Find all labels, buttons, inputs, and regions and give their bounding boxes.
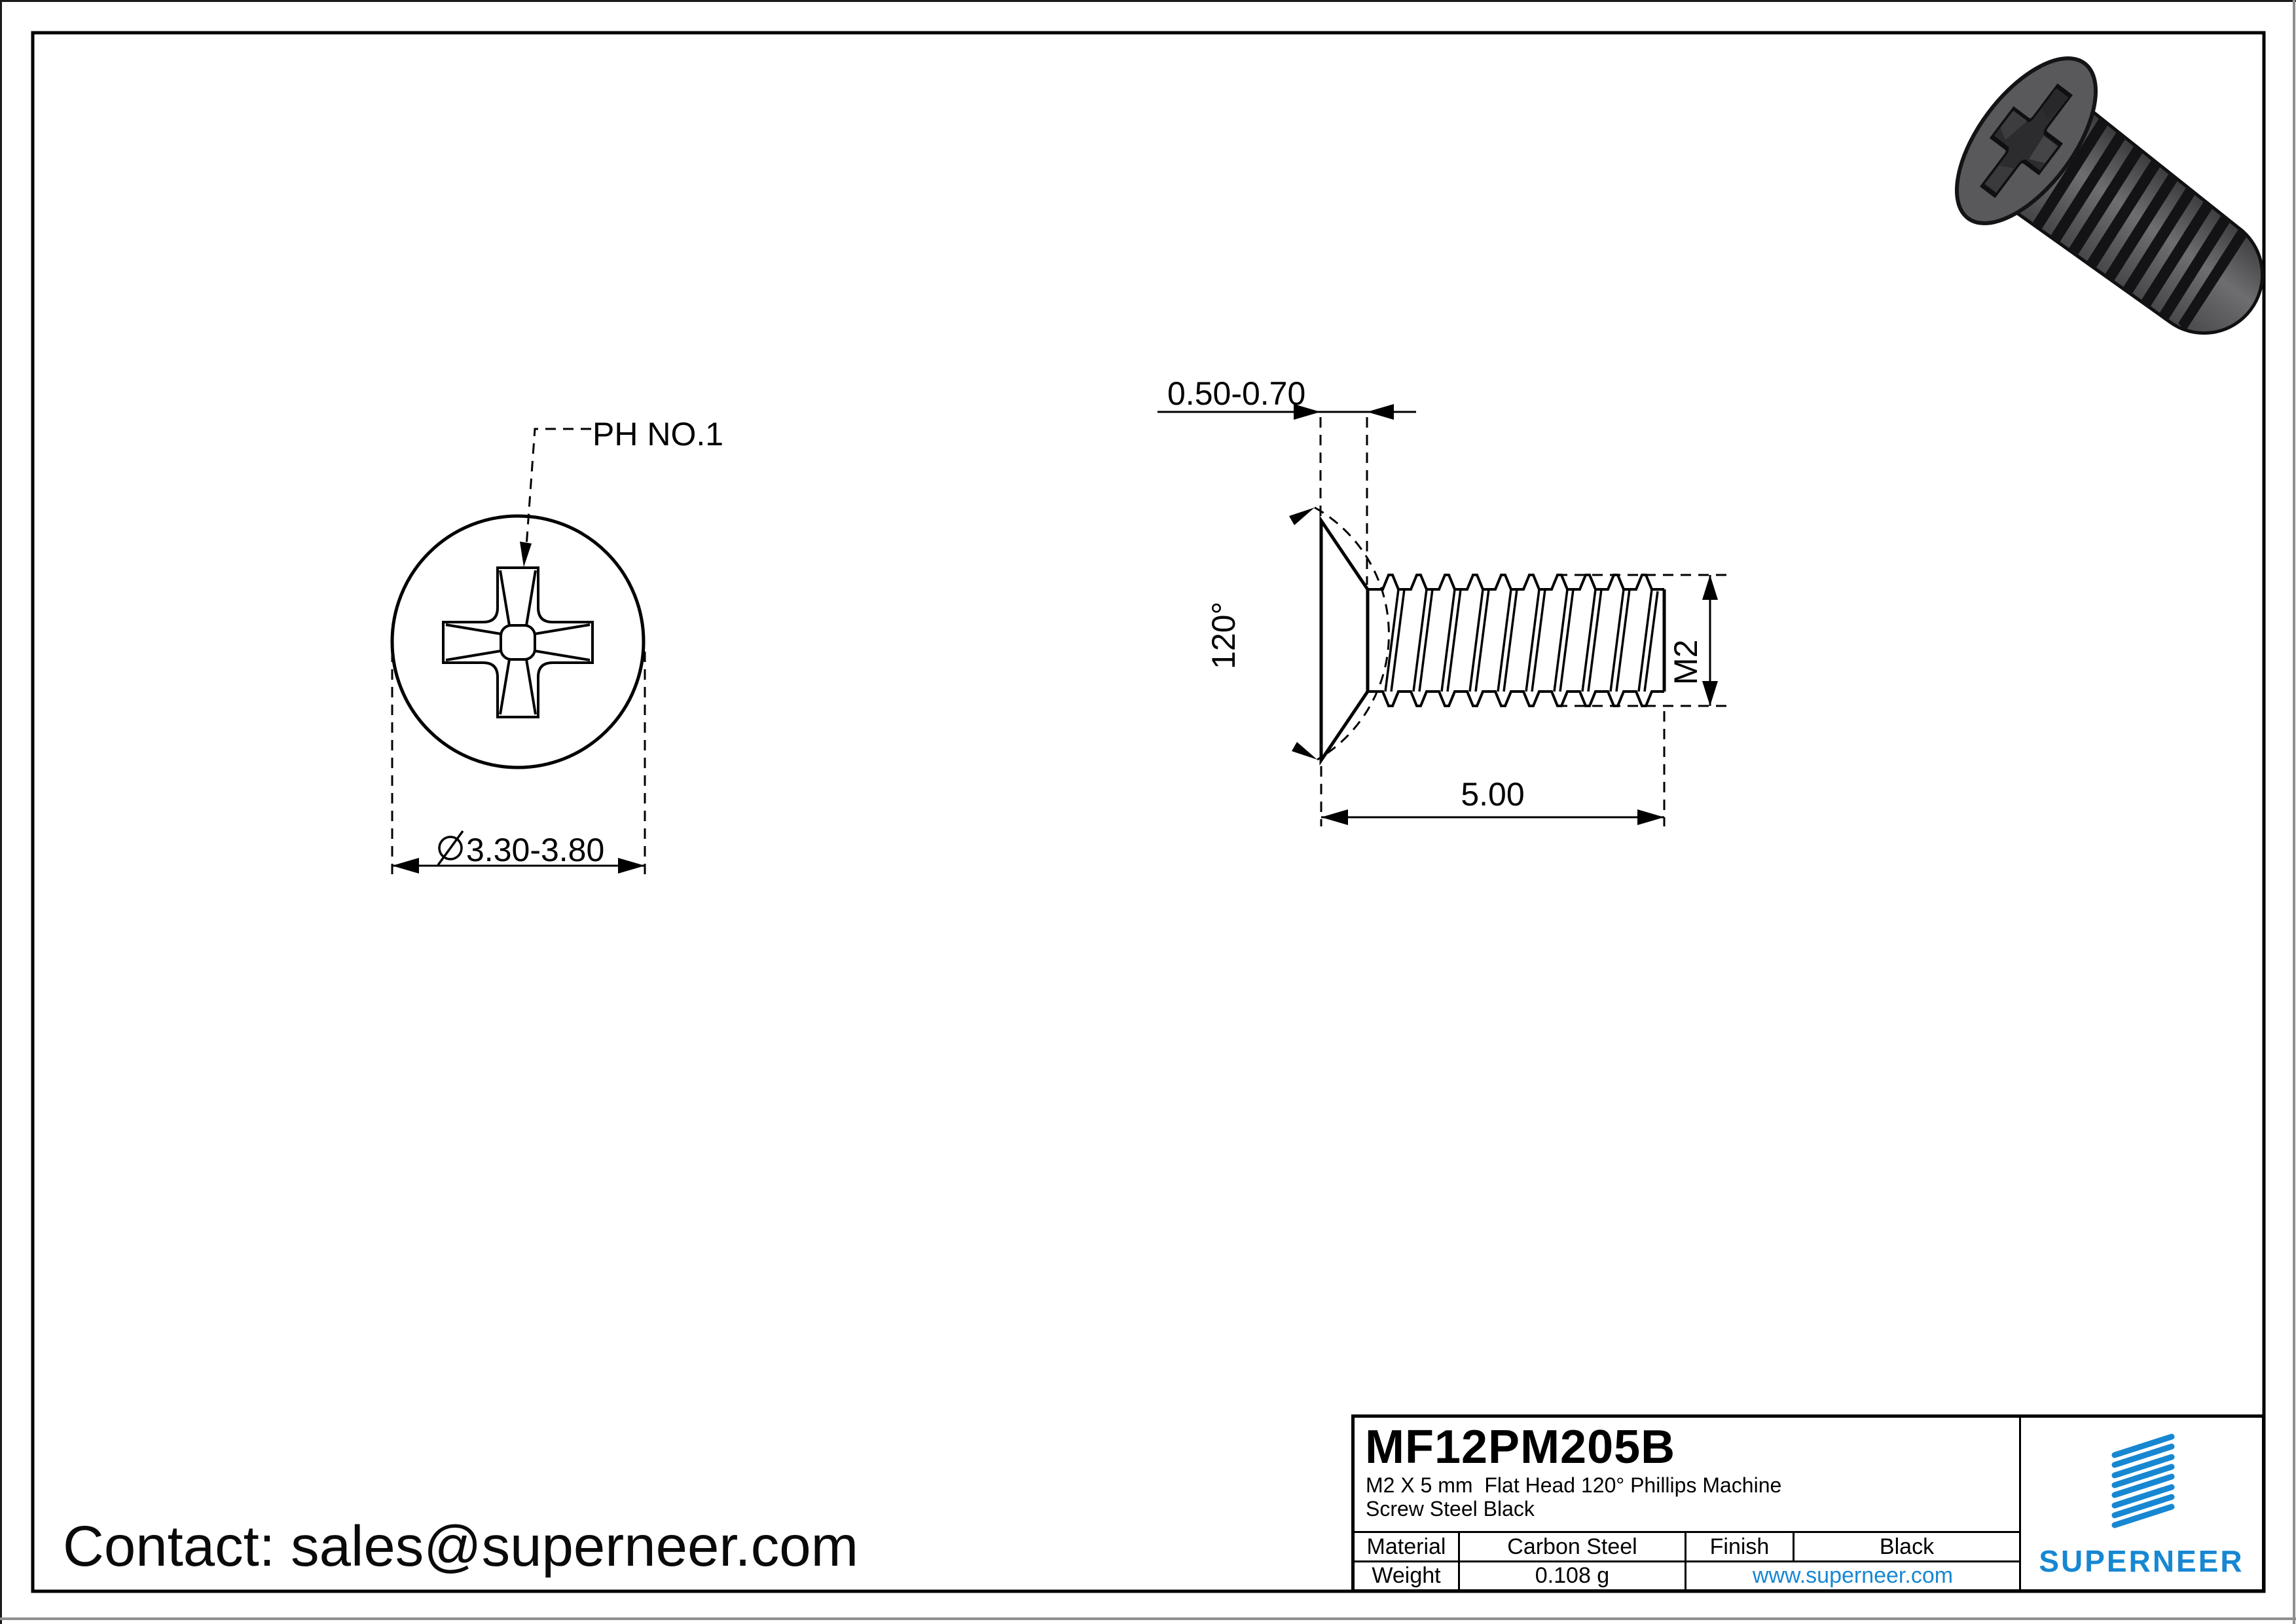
brand-logo-stripes-icon <box>2111 1433 2175 1528</box>
material-finish-row: Material Carbon Steel Finish Black <box>1355 1533 2019 1562</box>
diameter-dimension: 3.30-3.80 <box>391 652 646 876</box>
material-label: Material <box>1355 1533 1460 1560</box>
top-view: PH NO.1 3.30-3.80 <box>390 416 723 876</box>
weight-value: 0.108 g <box>1460 1562 1686 1589</box>
brand-logo-cell: SUPERNEER <box>2019 1418 2262 1589</box>
phillips-recess-3d <box>1980 83 2073 198</box>
angle-dimension: 120° <box>1205 506 1390 761</box>
border-frame <box>31 31 2266 1593</box>
brand-name: SUPERNEER <box>2039 1544 2244 1578</box>
part-description-line1: M2 X 5 mm Flat Head 120° Phillips Machin… <box>1366 1473 1782 1497</box>
title-block: MF12PM205B M2 X 5 mm Flat Head 120° Phil… <box>1351 1414 2265 1593</box>
title-block-main: MF12PM205B M2 X 5 mm Flat Head 120° Phil… <box>1355 1418 2019 1589</box>
head-circle <box>390 514 646 769</box>
material-value: Carbon Steel <box>1460 1533 1686 1560</box>
thread-size-dimension-text: M2 <box>1667 640 1704 685</box>
angle-dimension-text: 120° <box>1205 602 1242 669</box>
screw-head-profile <box>1319 515 1370 766</box>
length-dimension-text: 5.00 <box>1461 776 1524 813</box>
website-link[interactable]: www.superneer.com <box>1752 1563 1954 1588</box>
ph-callout-leader <box>520 428 591 567</box>
finish-label: Finish <box>1686 1533 1795 1560</box>
head-height-dimension-text: 0.50-0.70 <box>1167 375 1305 412</box>
thread-flanks <box>1384 589 1659 692</box>
diameter-dimension-text: 3.30-3.80 <box>466 832 604 868</box>
ph-callout-label: PH NO.1 <box>592 416 723 452</box>
thread-bands <box>2032 117 2248 331</box>
phillips-cross <box>442 566 594 718</box>
part-description-line2: Screw Steel Black <box>1366 1497 1535 1521</box>
finish-value: Black <box>1879 1534 1935 1559</box>
side-view: 0.50-0.70 120° M2 5.00 <box>1157 375 1734 826</box>
contact-line: Contact: sales@superneer.com <box>63 1515 859 1578</box>
part-number: MF12PM205B <box>1365 1421 1676 1473</box>
thread-size-dimension: M2 <box>1557 574 1734 707</box>
weight-website-row: Weight 0.108 g www.superneer.com <box>1355 1562 2019 1589</box>
leader-arrowhead <box>520 542 532 567</box>
weight-label: Weight <box>1355 1562 1460 1589</box>
head-height-dimension: 0.50-0.70 <box>1157 375 1416 585</box>
diameter-symbol-icon <box>437 830 464 866</box>
length-dimension: 5.00 <box>1320 711 1666 826</box>
screw-3d-image <box>1954 56 2264 335</box>
title-block-header: MF12PM205B M2 X 5 mm Flat Head 120° Phil… <box>1355 1418 2019 1533</box>
